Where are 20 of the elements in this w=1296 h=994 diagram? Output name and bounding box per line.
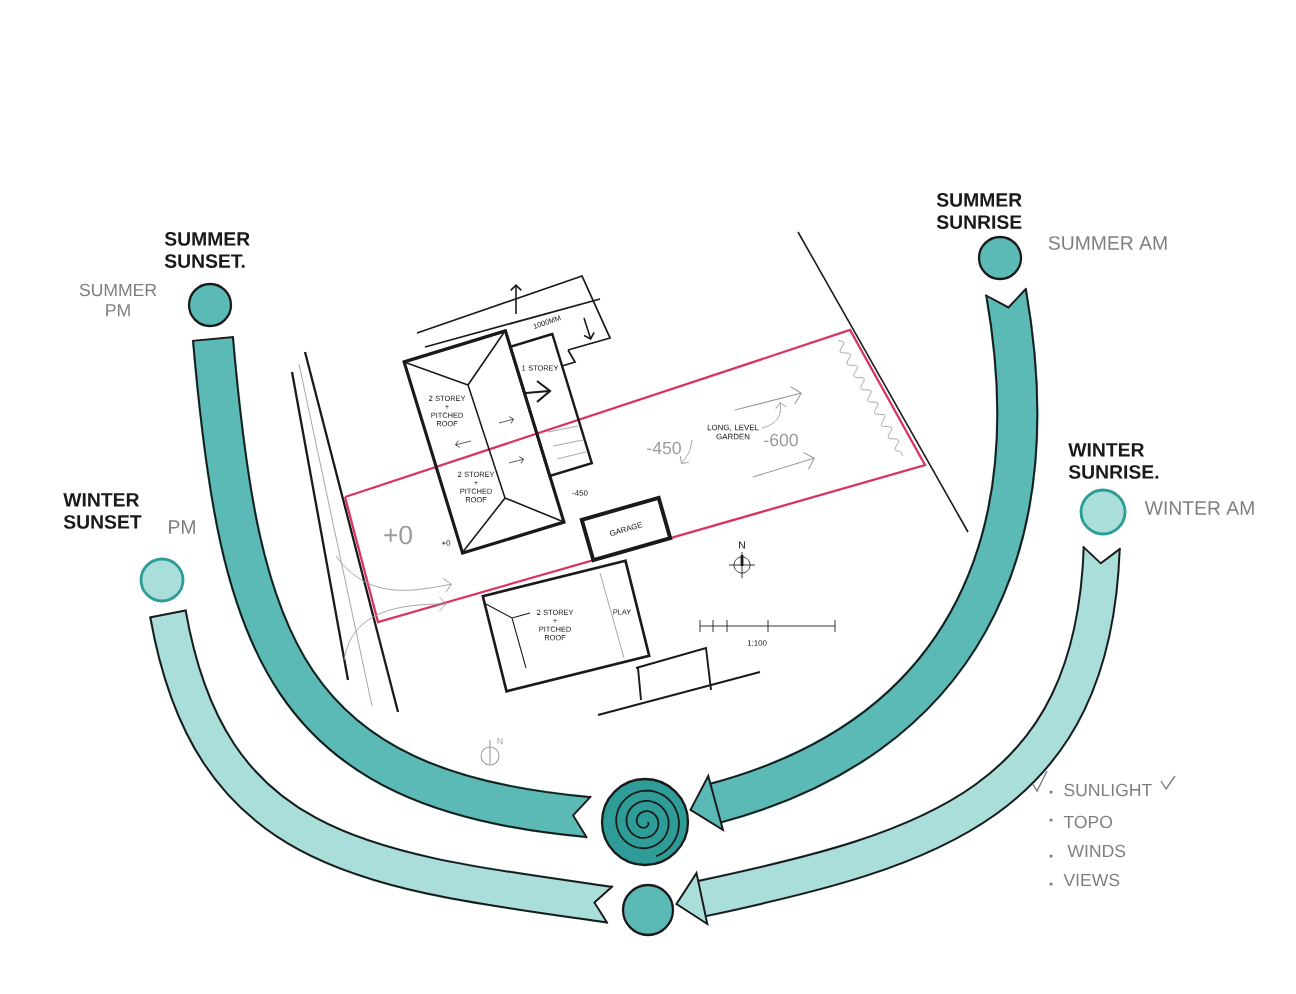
note: PM (169, 520, 195, 534)
note: +0 (384, 525, 412, 545)
list-item: VIEWS (1063, 873, 1120, 887)
note: WINTER AM (1144, 501, 1254, 515)
heading: WINTER SUNRISE. (1068, 443, 1159, 479)
list-item: WINDS (1067, 844, 1126, 858)
list-item: TOPO (1063, 815, 1113, 829)
note: -600 (764, 433, 798, 447)
curved-band (148, 609, 615, 925)
note: SUMMER AM (1048, 236, 1167, 250)
note: SUMMER PM (79, 283, 157, 317)
north-label: N (497, 738, 503, 744)
list-item: SUNLIGHT (1064, 783, 1152, 797)
heading: SUMMER SUNSET. (164, 232, 250, 268)
sun-circle (621, 883, 675, 937)
heading: SUMMER SUNRISE (936, 193, 1022, 229)
curved-band (191, 336, 594, 840)
note: -450 (647, 441, 681, 455)
north-label: N (739, 541, 745, 549)
heading: WINTER SUNSET (63, 493, 142, 529)
